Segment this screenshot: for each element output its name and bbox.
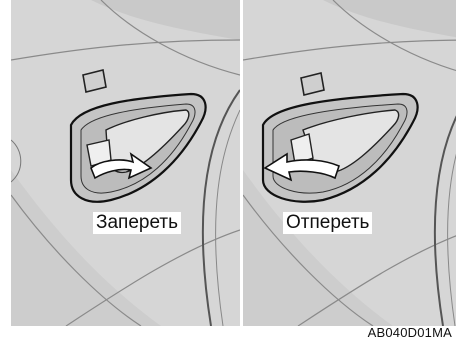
door-panel-illustration-unlock	[243, 0, 456, 326]
figure-code: AB040D01MA	[368, 325, 452, 340]
unlock-panel: Отпереть	[243, 0, 456, 326]
door-panel-illustration-lock	[11, 0, 240, 326]
unlock-label: Отпереть	[283, 212, 372, 234]
lock-label: Запереть	[93, 212, 181, 234]
lock-panel: Запереть	[11, 0, 240, 326]
